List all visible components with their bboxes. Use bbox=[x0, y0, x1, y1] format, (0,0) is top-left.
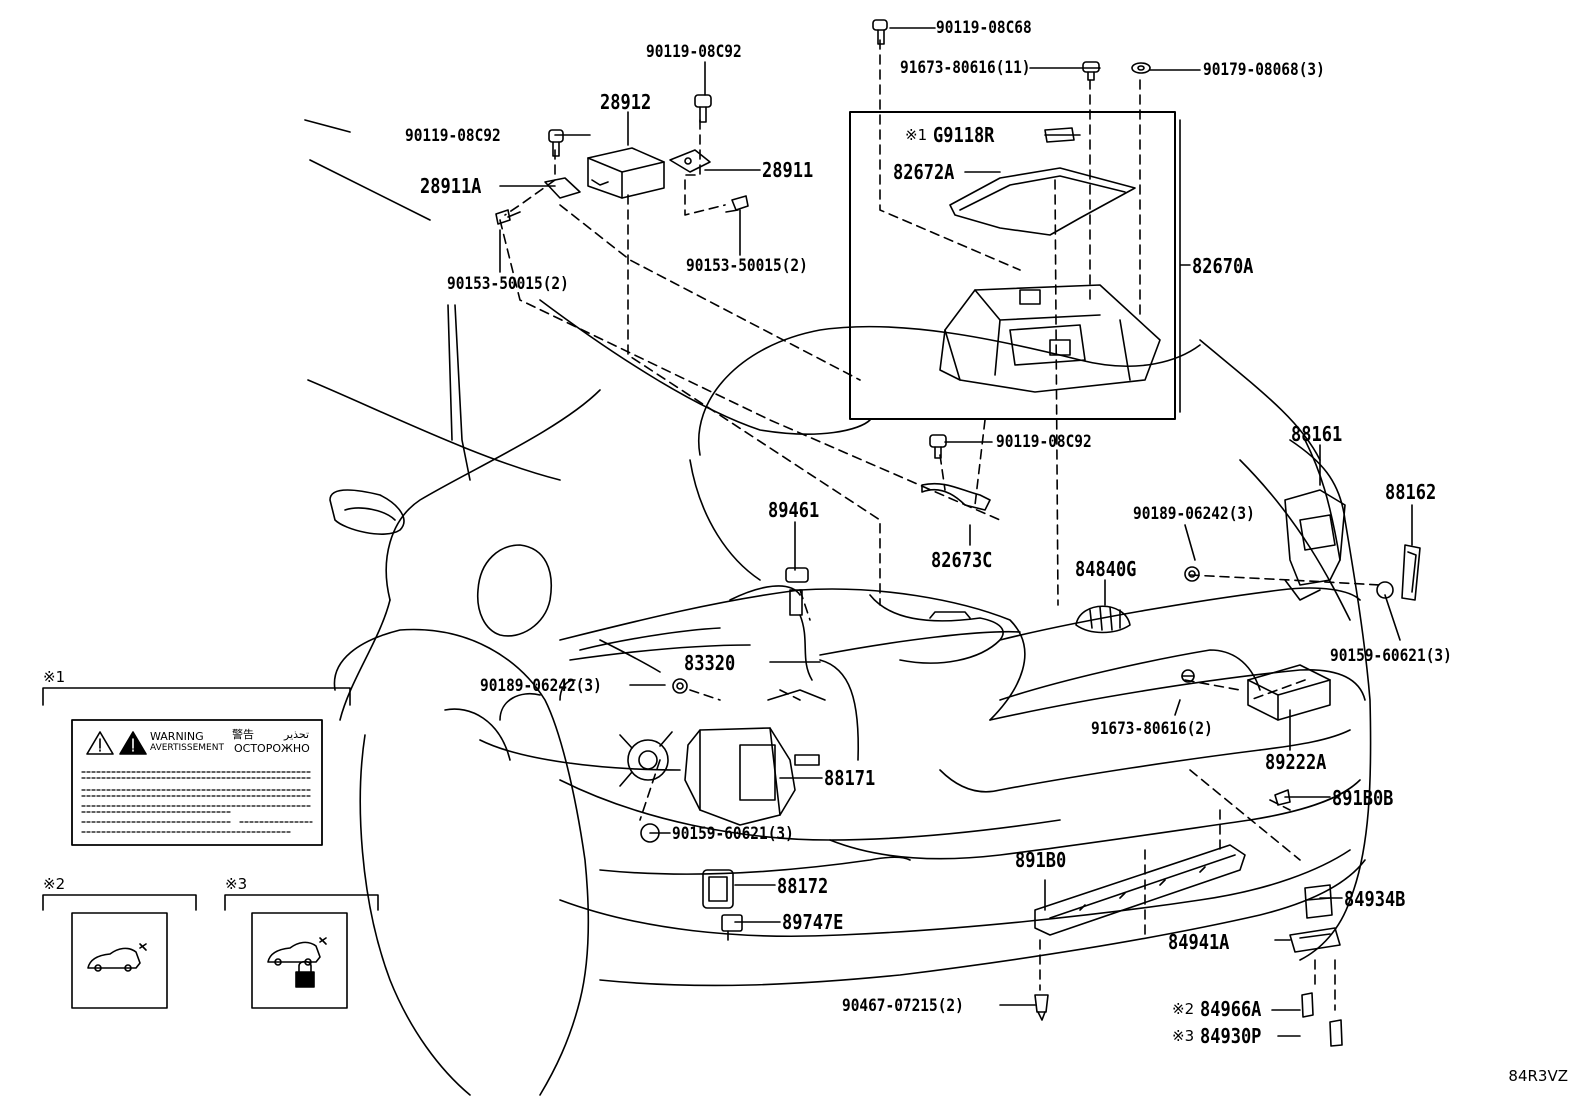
part-label-90119-08C92-left[interactable]: 90119-08C92 bbox=[405, 126, 501, 146]
button-84930P-icon bbox=[1329, 1019, 1343, 1047]
part-label-88162[interactable]: 88162 bbox=[1385, 480, 1437, 504]
part-label-28911[interactable]: 28911 bbox=[762, 158, 814, 182]
car-lock-icon bbox=[267, 937, 327, 988]
part-label-83320[interactable]: 83320 bbox=[684, 651, 736, 675]
module-89747E-icon bbox=[721, 914, 743, 941]
warning-label-box bbox=[71, 719, 323, 846]
bolt-90119-08C92-left-icon bbox=[548, 129, 564, 157]
bolt-90119-08C68-icon bbox=[872, 19, 888, 45]
cover-88162-icon bbox=[1401, 544, 1421, 601]
clip-891B0B-icon bbox=[1274, 789, 1291, 806]
bolt-90119-08C92-icon bbox=[694, 94, 712, 123]
part-label-82672A[interactable]: 82672A bbox=[893, 160, 955, 184]
part-label-90467-07215[interactable]: 90467-07215(2) bbox=[842, 996, 964, 1016]
part-label-90159-60621-right[interactable]: 90159-60621(3) bbox=[1330, 646, 1452, 666]
pulley-icon bbox=[619, 731, 673, 787]
note-mark-1: ※1 bbox=[43, 668, 66, 686]
nut-90189-06242-icon bbox=[672, 566, 1200, 694]
part-label-89461[interactable]: 89461 bbox=[768, 498, 820, 522]
part-label-891B0[interactable]: 891B0 bbox=[1015, 848, 1067, 872]
sensor-89461-icon bbox=[785, 567, 813, 681]
avertissement-text: AVERTISSEMENT bbox=[150, 743, 224, 753]
part-label-90119-08C68[interactable]: 90119-08C68 bbox=[936, 18, 1032, 38]
diagram-code: 84R3VZ bbox=[1508, 1067, 1568, 1085]
module-28912-icon bbox=[587, 147, 665, 199]
clip-90467-07215-icon bbox=[1034, 994, 1049, 1021]
part-label-84941A[interactable]: 84941A bbox=[1168, 930, 1230, 954]
part-label-82673C[interactable]: 82673C bbox=[931, 548, 993, 572]
part-label-84934B[interactable]: 84934B bbox=[1344, 887, 1406, 911]
part-label-91673-80616-11[interactable]: 91673-80616(11) bbox=[900, 58, 1031, 78]
dashed-leaders bbox=[499, 39, 1381, 1011]
part-label-82670A[interactable]: 82670A bbox=[1192, 254, 1254, 278]
part-label-89747E[interactable]: 89747E bbox=[782, 910, 844, 934]
note-mark-84966a: ※2 bbox=[1172, 1000, 1195, 1018]
clip-90159-60621-icon bbox=[640, 581, 1394, 843]
bracket-88161-icon bbox=[1284, 489, 1346, 601]
bracket-28911A-icon bbox=[544, 177, 581, 199]
part-label-91673-80616-2[interactable]: 91673-80616(2) bbox=[1091, 719, 1213, 739]
label-leaders bbox=[499, 27, 1413, 1037]
bolt-91673-80616-icon bbox=[1082, 61, 1100, 81]
bracket-28911-icon bbox=[669, 149, 711, 173]
note-mark-3: ※3 bbox=[225, 875, 248, 893]
part-label-88171[interactable]: 88171 bbox=[824, 766, 876, 790]
bracket-82673C-icon bbox=[921, 482, 991, 511]
assembly-box-82670A bbox=[849, 111, 1176, 420]
part-label-90119-08C92-mid[interactable]: 90119-08C92 bbox=[996, 432, 1092, 452]
warning-label-text-lines bbox=[81, 771, 313, 833]
warning-triangle-icon bbox=[86, 731, 114, 755]
part-label-28911A[interactable]: 28911A bbox=[420, 174, 482, 198]
part-label-84840G[interactable]: 84840G bbox=[1075, 557, 1137, 581]
note-mark-g9118r: ※1 bbox=[905, 126, 928, 144]
part-label-90189-06242-left[interactable]: 90189-06242(3) bbox=[480, 676, 602, 696]
label-G9118R-icon bbox=[1044, 127, 1075, 143]
switch-84941A-icon bbox=[1289, 927, 1341, 953]
car-icon bbox=[87, 943, 147, 972]
warning-text: WARNING bbox=[150, 730, 204, 743]
part-label-84930P[interactable]: 84930P bbox=[1200, 1024, 1262, 1048]
part-label-90189-06242-right[interactable]: 90189-06242(3) bbox=[1133, 504, 1255, 524]
note-mark-2: ※2 bbox=[43, 875, 66, 893]
part-label-891B0B[interactable]: 891B0B bbox=[1332, 786, 1394, 810]
button-84966A-icon bbox=[1301, 992, 1314, 1018]
warning-jp-text: 警告 bbox=[232, 728, 254, 741]
rail-891B0-icon bbox=[1034, 844, 1246, 936]
part-label-90119-08C92-top[interactable]: 90119-08C92 bbox=[646, 42, 742, 62]
cover-82672A-icon bbox=[949, 167, 1136, 236]
part-label-89222A[interactable]: 89222A bbox=[1265, 750, 1327, 774]
nut-90179-08068-icon bbox=[1131, 62, 1151, 74]
bracket-assembly-82670A-icon bbox=[939, 284, 1161, 393]
bolt-90119-08C92-mid-icon bbox=[929, 434, 947, 459]
part-label-90179-08068[interactable]: 90179-08068(3) bbox=[1203, 60, 1325, 80]
part-label-90153-50015-right[interactable]: 90153-50015(2) bbox=[686, 256, 808, 276]
part-label-90159-60621-left[interactable]: 90159-60621(3) bbox=[672, 824, 794, 844]
warning-ru-text: ОСТОРОЖНО bbox=[234, 742, 310, 755]
part-label-84966A[interactable]: 84966A bbox=[1200, 997, 1262, 1021]
grille-84840G-icon bbox=[1075, 605, 1131, 634]
screw-90153-50015-icon bbox=[495, 195, 749, 225]
part-label-88172[interactable]: 88172 bbox=[777, 874, 829, 898]
note2-box bbox=[71, 912, 168, 1009]
module-88172-icon bbox=[702, 869, 734, 909]
note-mark-84930p: ※3 bbox=[1172, 1027, 1195, 1045]
screw-91673-80616-icon bbox=[1181, 669, 1195, 683]
part-label-G9118R[interactable]: G9118R bbox=[933, 123, 995, 147]
note3-box bbox=[251, 912, 348, 1009]
part-label-88161[interactable]: 88161 bbox=[1291, 422, 1343, 446]
part-label-28912[interactable]: 28912 bbox=[600, 90, 652, 114]
actuator-88171-icon bbox=[684, 689, 826, 826]
switch-84934B-icon bbox=[1304, 884, 1333, 919]
warning-triangle-filled-icon bbox=[119, 731, 147, 755]
ecu-89222A-icon bbox=[1247, 664, 1331, 721]
warning-ar-text: تحذير bbox=[284, 728, 310, 741]
note-brackets bbox=[42, 687, 379, 911]
part-label-90153-50015-left[interactable]: 90153-50015(2) bbox=[447, 274, 569, 294]
